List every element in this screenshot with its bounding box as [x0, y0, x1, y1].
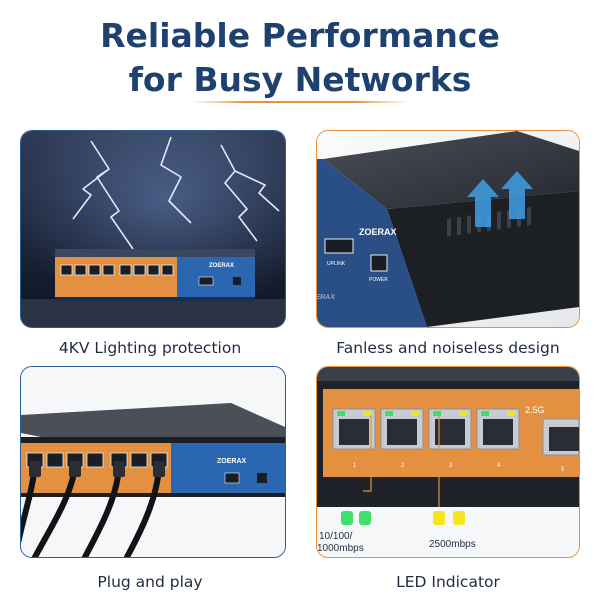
- power-label: POWER: [369, 277, 388, 283]
- green-led-swatch: [359, 511, 371, 525]
- brand-logo: ZOERAX: [359, 227, 397, 237]
- led-indicator-image: 2.5G: [317, 367, 579, 557]
- headline-line-1: Reliable Performance: [100, 16, 500, 55]
- yellow-led-swatch: [453, 511, 465, 525]
- headline: Reliable Performance for Busy Networks: [0, 14, 600, 102]
- airflow-arrow-icon: [467, 171, 533, 227]
- led-legend-label-green-1: 10/100/: [319, 531, 353, 542]
- lightning-scene-image: ZOERAX: [21, 131, 285, 327]
- caption-plug-and-play: Plug and play: [97, 573, 203, 591]
- network-switch-front: ZOERAX: [55, 249, 255, 301]
- plug-and-play-image: ZOERAX: [21, 367, 285, 557]
- brand-logo: ZOERAX: [217, 458, 247, 465]
- panel-led-indicator: 2.5G: [316, 366, 580, 558]
- led-legend: 10/100/ 1000mbps 2500mbps: [317, 511, 476, 554]
- headline-line-2: for Busy Networks: [128, 60, 472, 99]
- sfp-label: UPLINK: [327, 261, 346, 267]
- fanless-scene-image: UPLINK POWER ZOERAX ZOERAX: [317, 131, 579, 327]
- port-number: 4: [497, 463, 501, 469]
- yellow-led-swatch: [433, 511, 445, 525]
- port-number: 3: [449, 463, 453, 469]
- brand-logo-side: ZOERAX: [317, 294, 336, 301]
- panel-fanless-design: UPLINK POWER ZOERAX ZOERAX: [316, 130, 580, 328]
- port-number: 5: [561, 467, 565, 473]
- panel-plug-and-play: ZOERAX: [20, 366, 286, 558]
- lightning-bolt-icon: [72, 136, 280, 250]
- led-callout-lines: [363, 415, 440, 507]
- caption-fanless-design: Fanless and noiseless design: [336, 339, 560, 357]
- speed-tag: 2.5G: [525, 405, 545, 415]
- title-divider: [192, 101, 408, 103]
- led-legend-label-green-2: 1000mbps: [317, 543, 364, 554]
- caption-led-indicator: LED Indicator: [396, 573, 500, 591]
- port-number: 1: [353, 463, 357, 469]
- rj45-port-row: 1 2 3 4 5: [332, 408, 579, 473]
- panel-lightning-protection: ZOERAX: [20, 130, 286, 328]
- green-led-swatch: [341, 511, 353, 525]
- caption-lightning-protection: 4KV Lighting protection: [58, 339, 242, 357]
- led-legend-label-yellow: 2500mbps: [429, 539, 476, 550]
- port-number: 2: [401, 463, 405, 469]
- brand-logo: ZOERAX: [209, 263, 234, 269]
